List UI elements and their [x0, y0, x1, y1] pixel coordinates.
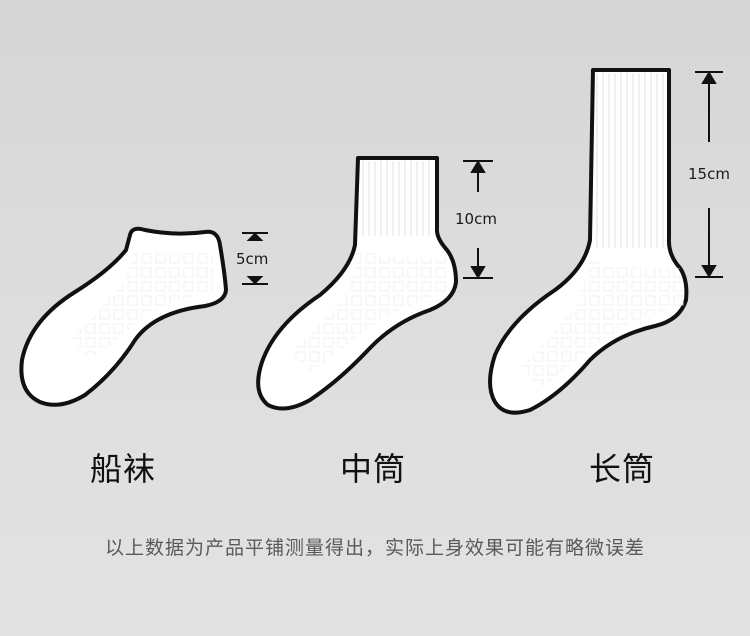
ankle-sock-illustration	[19, 226, 228, 407]
ankle-dimension-marker	[242, 232, 268, 285]
ankle-height-label: 5cm	[236, 250, 269, 268]
long-height-label: 15cm	[688, 165, 730, 183]
mid-dimension-marker	[463, 160, 493, 279]
crew-sock-illustration	[488, 68, 689, 415]
long-dimension-marker	[695, 71, 723, 278]
mid-sock-label: 中筒	[340, 450, 407, 488]
measurement-note: 以上数据为产品平铺测量得出，实际上身效果可能有略微误差	[104, 537, 645, 559]
mid-height-label: 10cm	[455, 210, 497, 228]
long-sock-label: 长筒	[589, 450, 656, 488]
ankle-sock-label: 船袜	[90, 450, 157, 488]
mid-calf-sock-illustration	[256, 156, 458, 411]
